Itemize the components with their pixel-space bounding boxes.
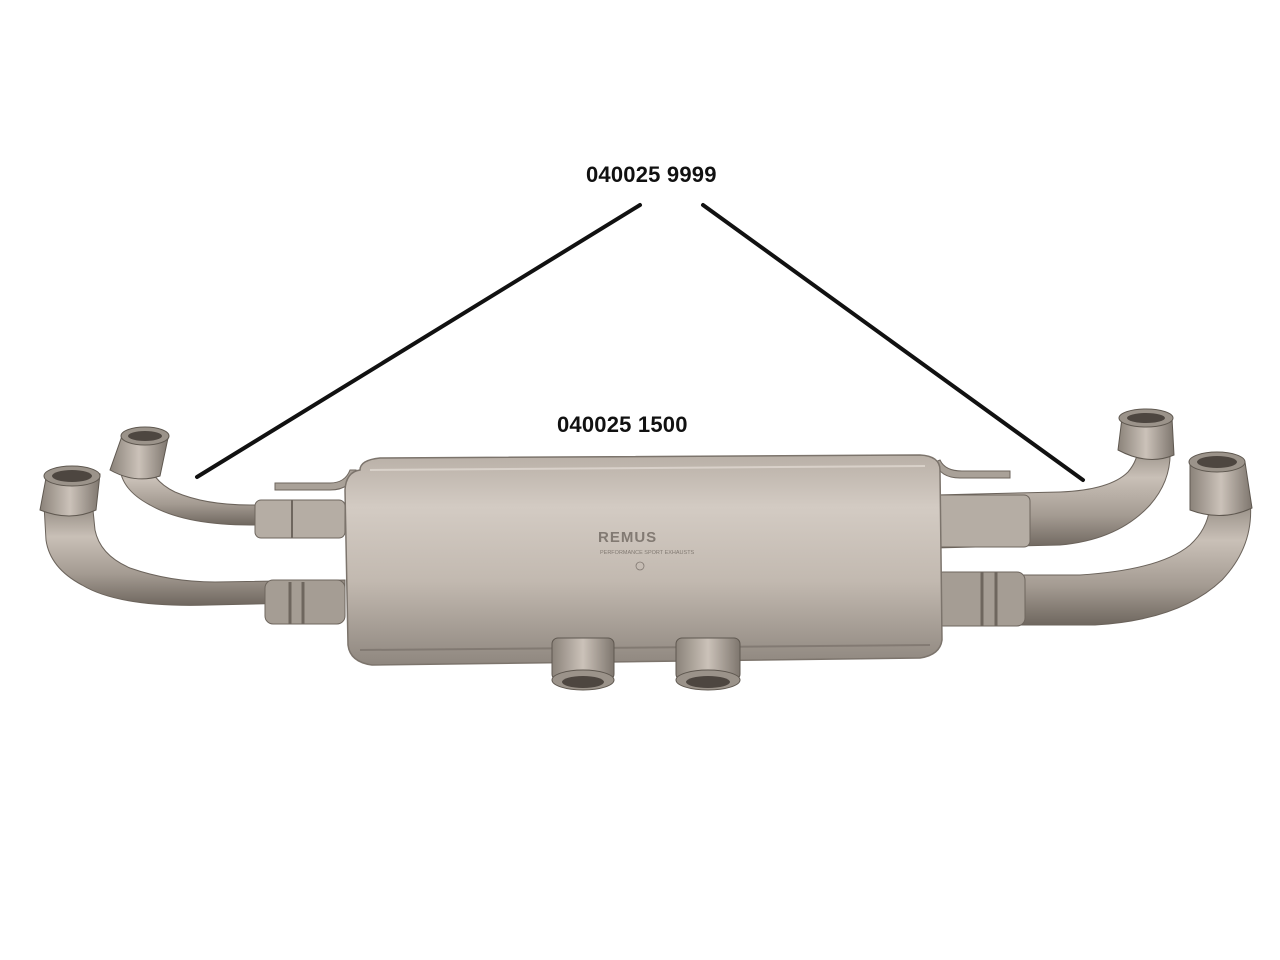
svg-text:REMUS: REMUS (598, 529, 657, 546)
svg-text:PERFORMANCE SPORT EXHAUSTS: PERFORMANCE SPORT EXHAUSTS (600, 550, 695, 556)
left-lower-tailpipe (39, 465, 346, 606)
muffler-box (344, 454, 943, 666)
leader-line-right (701, 203, 1085, 482)
part-number-middle-label: 040025 1500 (557, 412, 688, 437)
remus-logo-engraving: REMUS PERFORMANCE SPORT EXHAUSTS (598, 529, 695, 571)
left-sensor-tube (274, 469, 357, 491)
right-upper-clamp (934, 494, 1031, 548)
left-bottom-outlet (551, 637, 615, 691)
left-lower-clamp (264, 579, 346, 625)
right-sensor-tube (934, 459, 1011, 479)
part-number-top-label: 040025 9999 (586, 162, 717, 187)
right-bottom-outlet (675, 637, 741, 691)
right-lower-clamp (934, 571, 1026, 627)
left-upper-clamp (254, 499, 346, 539)
leader-line-left (195, 203, 642, 479)
